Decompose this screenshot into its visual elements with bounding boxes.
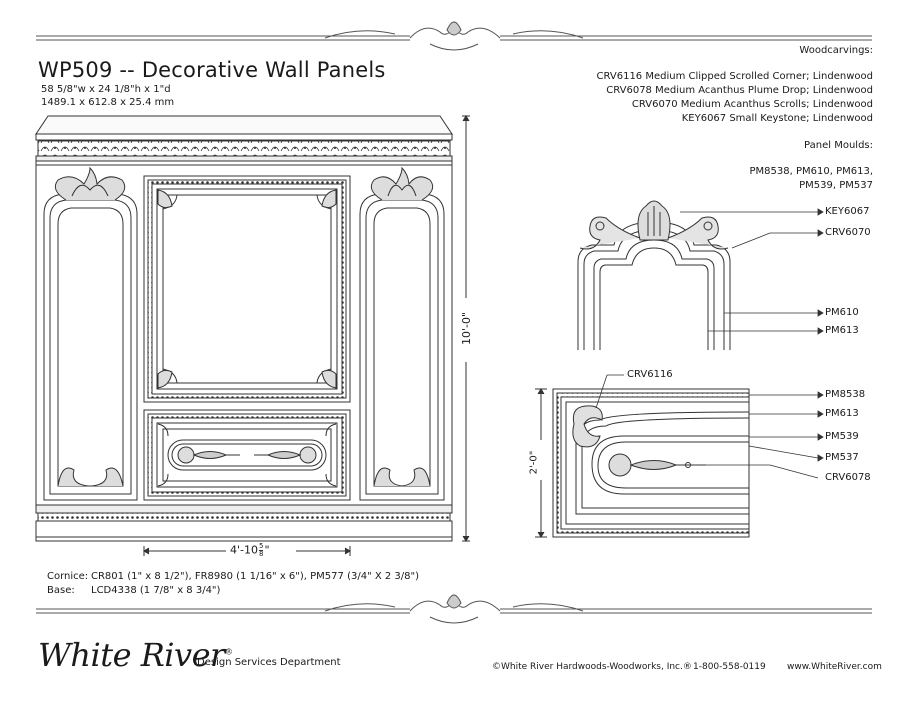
arch-label-key6067: KEY6067 [825,206,870,217]
department-text: Design Services Department [197,657,341,668]
corner-label-crv6116: CRV6116 [627,369,673,380]
woodcarvings-heading: Woodcarvings: [799,45,873,56]
phone-text: 1-800-558-0119 [693,662,766,672]
arch-label-crv6070: CRV6070 [825,227,871,238]
arch-label-pm610: PM610 [825,307,859,318]
panel-moulds-heading: Panel Moulds: [804,140,873,151]
woodcarving-item: CRV6116 Medium Clipped Scrolled Corner; … [596,71,874,82]
width-fraction-numerator: 5 [259,542,264,551]
base-note: Base: LCD4338 (1 7/8" x 8 3/4") [47,585,220,596]
corner-height-label: 2'-0" [528,450,540,475]
corner-label-pm613: PM613 [825,408,859,419]
base-value: LCD4338 (1 7/8" x 8 3/4") [91,585,221,596]
base-label: Base: [47,585,75,596]
corner-label-crv6078: CRV6078 [825,472,871,483]
width-label-main: 4'-10 [230,543,258,557]
cornice-label: Cornice: [47,571,89,582]
company-text: ©White River Hardwoods-Woodworks, Inc.® [492,662,692,672]
page-title: WP509 -- Decorative Wall Panels [38,58,386,82]
dimensions-metric: 1489.1 x 612.8 x 25.4 mm [41,97,175,108]
woodcarving-item: KEY6067 Small Keystone; Lindenwood [681,113,873,124]
arch-detail [577,200,731,350]
arch-leaders [680,208,824,335]
corner-label-pm539: PM539 [825,431,859,442]
logo-registered-mark: ® [224,647,233,657]
height-dimension [462,115,470,542]
logo-text: White River [38,636,225,674]
header-ornament [36,21,872,51]
woodcarving-item: CRV6078 Medium Acanthus Plume Drop; Lind… [606,85,873,96]
width-fraction-denominator: 8 [259,550,264,558]
dimensions-imperial: 58 5/8"w x 24 1/8"h x 1"d [41,84,171,95]
woodcarving-item: CRV6070 Medium Acanthus Scrolls; Lindenw… [631,99,873,110]
arch-label-pm613: PM613 [825,325,859,336]
panel-moulds-line2: PM539, PM537 [799,180,873,191]
cornice-value: CR801 (1" x 8 1/2"), FR8980 (1 1/16" x 6… [91,571,420,582]
height-label: 10'-0" [460,311,474,346]
wall-elevation [35,115,453,542]
corner-height-dimension [535,388,547,538]
white-river-logo: White River® [38,636,233,674]
footer-ornament [36,594,872,624]
website-link[interactable]: www.WhiteRiver.com [787,662,882,672]
corner-leaders [595,374,824,479]
corner-label-pm537: PM537 [825,452,859,463]
corner-detail [552,388,750,538]
cornice-note: Cornice:CR801 (1" x 8 1/2"), FR8980 (1 1… [47,571,419,582]
panel-moulds-line1: PM8538, PM610, PM613, [749,166,874,177]
corner-label-pm8538: PM8538 [825,389,866,400]
width-dimension [143,546,351,556]
